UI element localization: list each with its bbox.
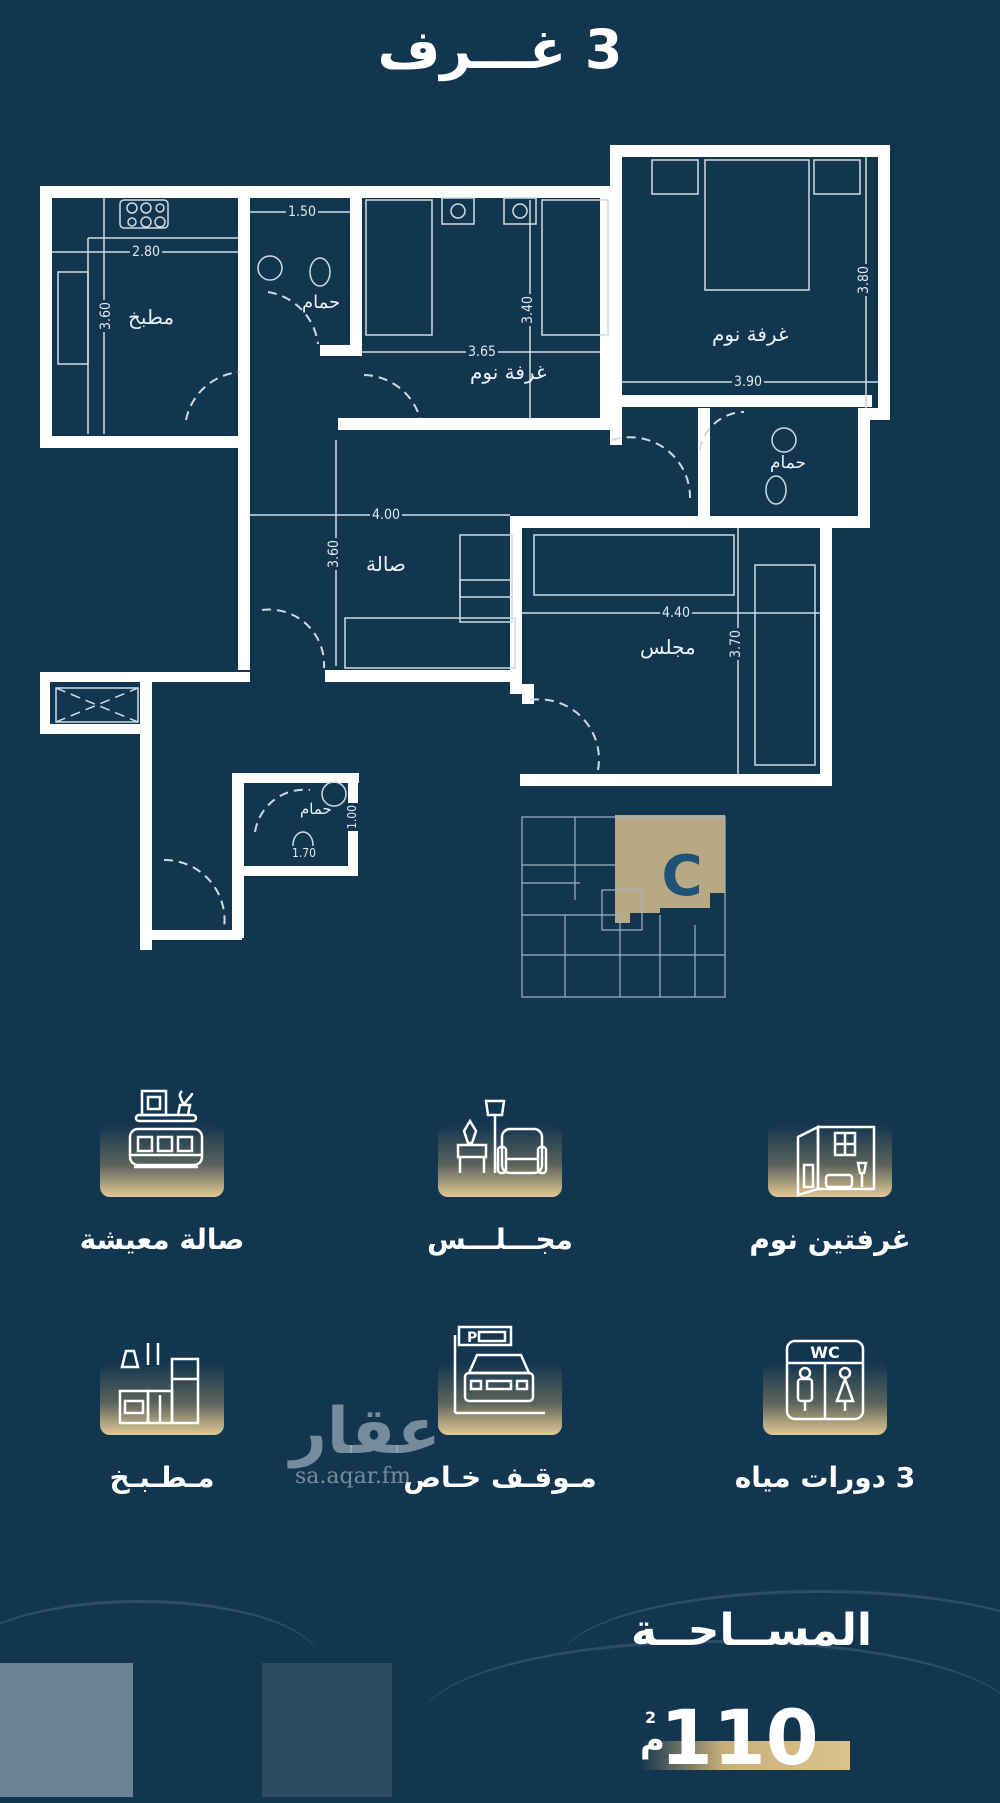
dim-bath3-length: 1.00 [345, 802, 360, 832]
key-plan: C [520, 815, 730, 1005]
bedroom-icon [796, 1124, 876, 1197]
kitchen-icon [118, 1343, 200, 1425]
feature-living: صالة معيشة [52, 1089, 272, 1256]
area-value: 110 [660, 1693, 819, 1782]
area-highlight-bar [640, 1741, 850, 1770]
feature-label: غرفتين نوم [749, 1223, 911, 1256]
dim-bedroom2-length: 3.40 [520, 293, 537, 327]
decorative-swoosh [0, 1600, 320, 1723]
svg-text:P: P [467, 1330, 477, 1346]
feature-kitchen: مـطـبـخ [52, 1343, 272, 1494]
page-title: 3 غـــرف [377, 18, 623, 81]
room-label-bedroom-2: غرفة نوم [470, 360, 547, 384]
room-label-bedroom-1: غرفة نوم [712, 322, 789, 346]
feature-label: 3 دورات مياه [734, 1461, 916, 1494]
decorative-swoosh [560, 1590, 1000, 1733]
sofa-icon [128, 1089, 204, 1169]
room-label-kitchen: مطبخ [128, 305, 175, 329]
area-unit-superscript: 2 [645, 1708, 657, 1727]
room-label-bath-3: حمام [300, 800, 332, 818]
dim-bedroom1-length: 3.80 [856, 263, 873, 297]
feature-label: صالة معيشة [79, 1223, 245, 1256]
dim-living-length: 3.60 [326, 537, 343, 571]
area-label: المســاحــة [631, 1605, 872, 1656]
floor-plan [40, 145, 890, 950]
feature-majlis: مجـــلـــس [390, 1099, 610, 1256]
parking-car-icon: P [453, 1325, 545, 1415]
dim-majlis-length: 3.70 [728, 627, 745, 661]
feature-label: مجـــلـــس [427, 1223, 573, 1256]
feature-bathrooms: WC 3 دورات مياه [715, 1339, 935, 1494]
dim-kitchen-width: 2.80 [130, 244, 163, 260]
dim-bath3-width: 1.70 [290, 846, 319, 860]
armchair-icon [456, 1099, 548, 1175]
wc-icon: WC [785, 1339, 865, 1421]
watermark-url: sa.aqar.fm [295, 1464, 411, 1489]
background-photo-fragment [0, 1663, 133, 1797]
dim-majlis-width: 4.40 [660, 605, 693, 621]
feature-label: مـوقـف خـاص [403, 1461, 597, 1494]
dim-kitchen-length: 3.60 [98, 299, 115, 333]
svg-text:WC: WC [810, 1343, 839, 1362]
watermark-brand: عقار [290, 1395, 441, 1469]
room-label-bath-2: حمام [770, 453, 807, 473]
room-label-living: صالة [366, 552, 406, 576]
dim-bedroom2-width: 3.65 [466, 344, 499, 360]
room-label-bath-1: حمام [302, 292, 341, 313]
dim-living-width: 4.00 [370, 507, 403, 523]
feature-bedrooms: غرفتين نوم [720, 1124, 940, 1256]
key-plan-unit-label: C [661, 844, 702, 909]
feature-label: مـطـبـخ [109, 1461, 215, 1494]
background-photo-fragment [262, 1663, 392, 1797]
feature-parking: P مـوقـف خـاص [390, 1325, 610, 1494]
dim-bedroom1-width: 3.90 [732, 374, 765, 390]
room-label-majlis: مجلس [640, 635, 696, 659]
area-unit: م [640, 1720, 665, 1760]
watermark: عقار sa.aqar.fm [290, 1400, 441, 1489]
dim-bath1-width: 1.50 [286, 204, 319, 220]
